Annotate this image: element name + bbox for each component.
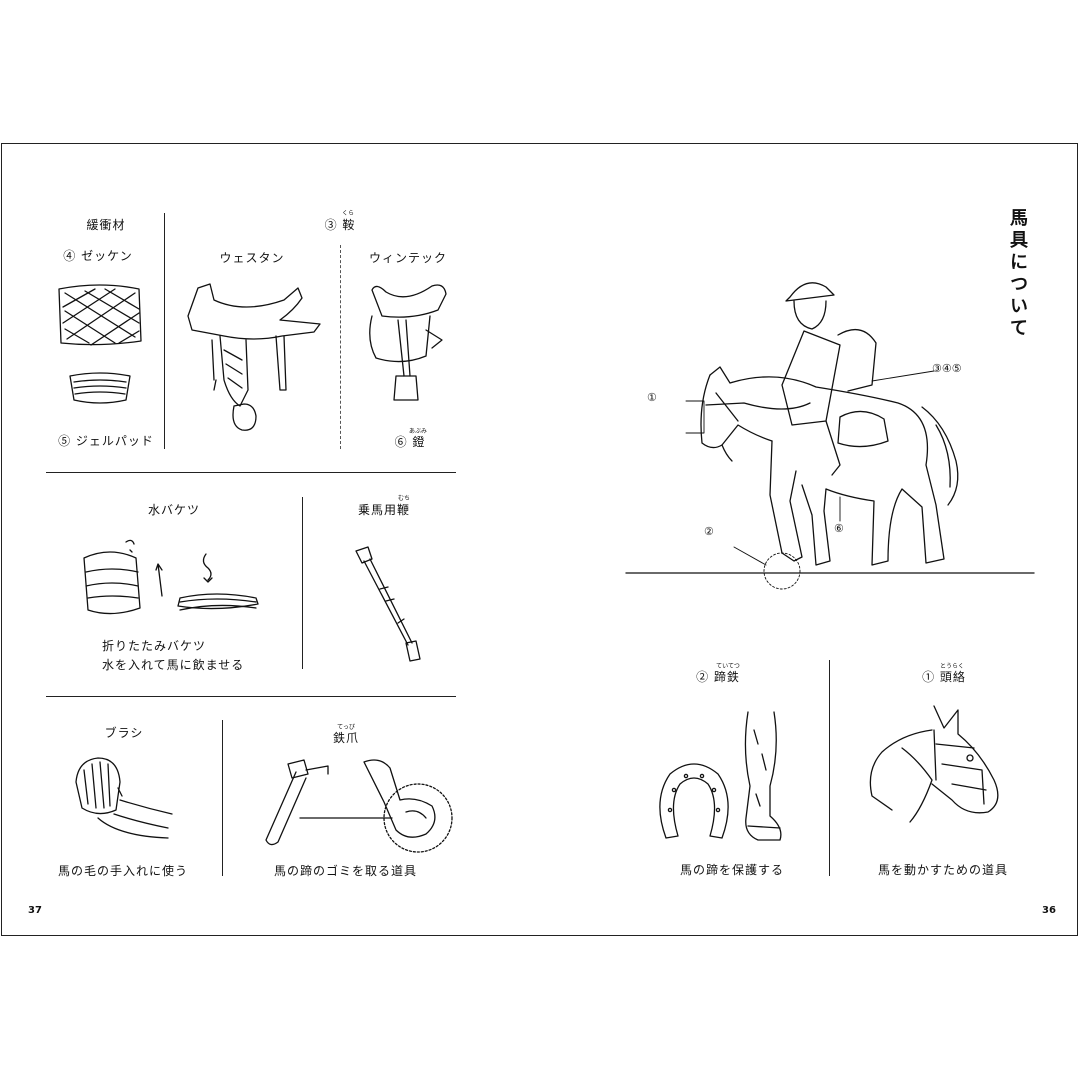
divider-horseshoe-bridle: [829, 660, 830, 876]
bridle-ruby: とうらく: [939, 663, 965, 670]
book-spread: [1, 143, 1078, 936]
callout-hoof: ②: [704, 525, 714, 538]
horseshoe-heading: ② 蹄鉄: [696, 670, 740, 684]
bucket-caption-1: 折りたたみバケツ: [102, 639, 207, 653]
hoof-pick-icon: [265, 759, 453, 853]
wintec-saddle-icon: [369, 284, 447, 401]
saddle-heading-ruby: くら: [341, 210, 355, 217]
horseshoe-caption: 馬の蹄を保護する: [680, 863, 785, 877]
divider-row1: [46, 472, 456, 473]
left-page-number: 37: [28, 905, 42, 916]
divider-brush-pick: [222, 720, 223, 876]
saddle-heading: ③ 鞍: [324, 218, 356, 232]
stirrup-label: ⑥ 鐙: [394, 435, 426, 449]
callout-stirrup: ⑥: [834, 522, 844, 535]
brush-caption: 馬の毛の手入れに使う: [58, 864, 189, 878]
right-page-number: 36: [1042, 905, 1056, 916]
horse-head-icon: [869, 705, 999, 823]
bridle-caption: 馬を動かすための道具: [878, 863, 1009, 877]
western-saddle-label: ウェスタン: [219, 251, 285, 265]
brush-heading: ブラシ: [104, 726, 144, 740]
whip-ruby: むち: [397, 495, 411, 502]
bridle-heading: ① 頭絡: [922, 670, 966, 684]
page-title: 馬具について: [1007, 208, 1028, 340]
horseshoe-icon: [659, 763, 729, 839]
gel-pad-label: ⑤ ジェルパッド: [58, 434, 154, 448]
stirrup-ruby: あぶみ: [408, 428, 428, 435]
divider-cushion-saddle: [164, 213, 165, 449]
wintec-saddle-label: ウィンテック: [368, 251, 448, 265]
whip-icon: [355, 546, 421, 662]
bucket-icon: [83, 539, 259, 615]
whip-heading: 乗馬用鞭: [357, 503, 411, 517]
hoofpick-caption: 馬の蹄のゴミを取る道具: [274, 864, 418, 878]
horseshoe-ruby: ていてつ: [716, 663, 740, 670]
divider-bucket-whip: [302, 497, 303, 669]
brush-icon: [75, 757, 173, 839]
hoofpick-ruby: てっぴ: [337, 724, 355, 731]
saddle-pad-icon: [58, 284, 142, 346]
callout-saddle-group: ③④⑤: [932, 362, 962, 375]
bucket-heading: 水バケツ: [147, 503, 201, 517]
hoofpick-heading: 鉄爪: [332, 731, 360, 745]
horse-leg-icon: [744, 711, 782, 841]
divider-saddles: [340, 245, 342, 449]
rider-horse-icon: [625, 282, 1035, 590]
gel-pad-icon: [69, 372, 131, 404]
divider-row2: [46, 696, 456, 697]
western-saddle-icon: [187, 283, 321, 431]
callout-bridle: ①: [647, 391, 657, 404]
cushion-heading: 緩衝材: [86, 218, 126, 232]
saddle-pad-label: ④ ゼッケン: [63, 249, 133, 263]
bucket-caption-2: 水を入れて馬に飲ませる: [102, 658, 245, 672]
